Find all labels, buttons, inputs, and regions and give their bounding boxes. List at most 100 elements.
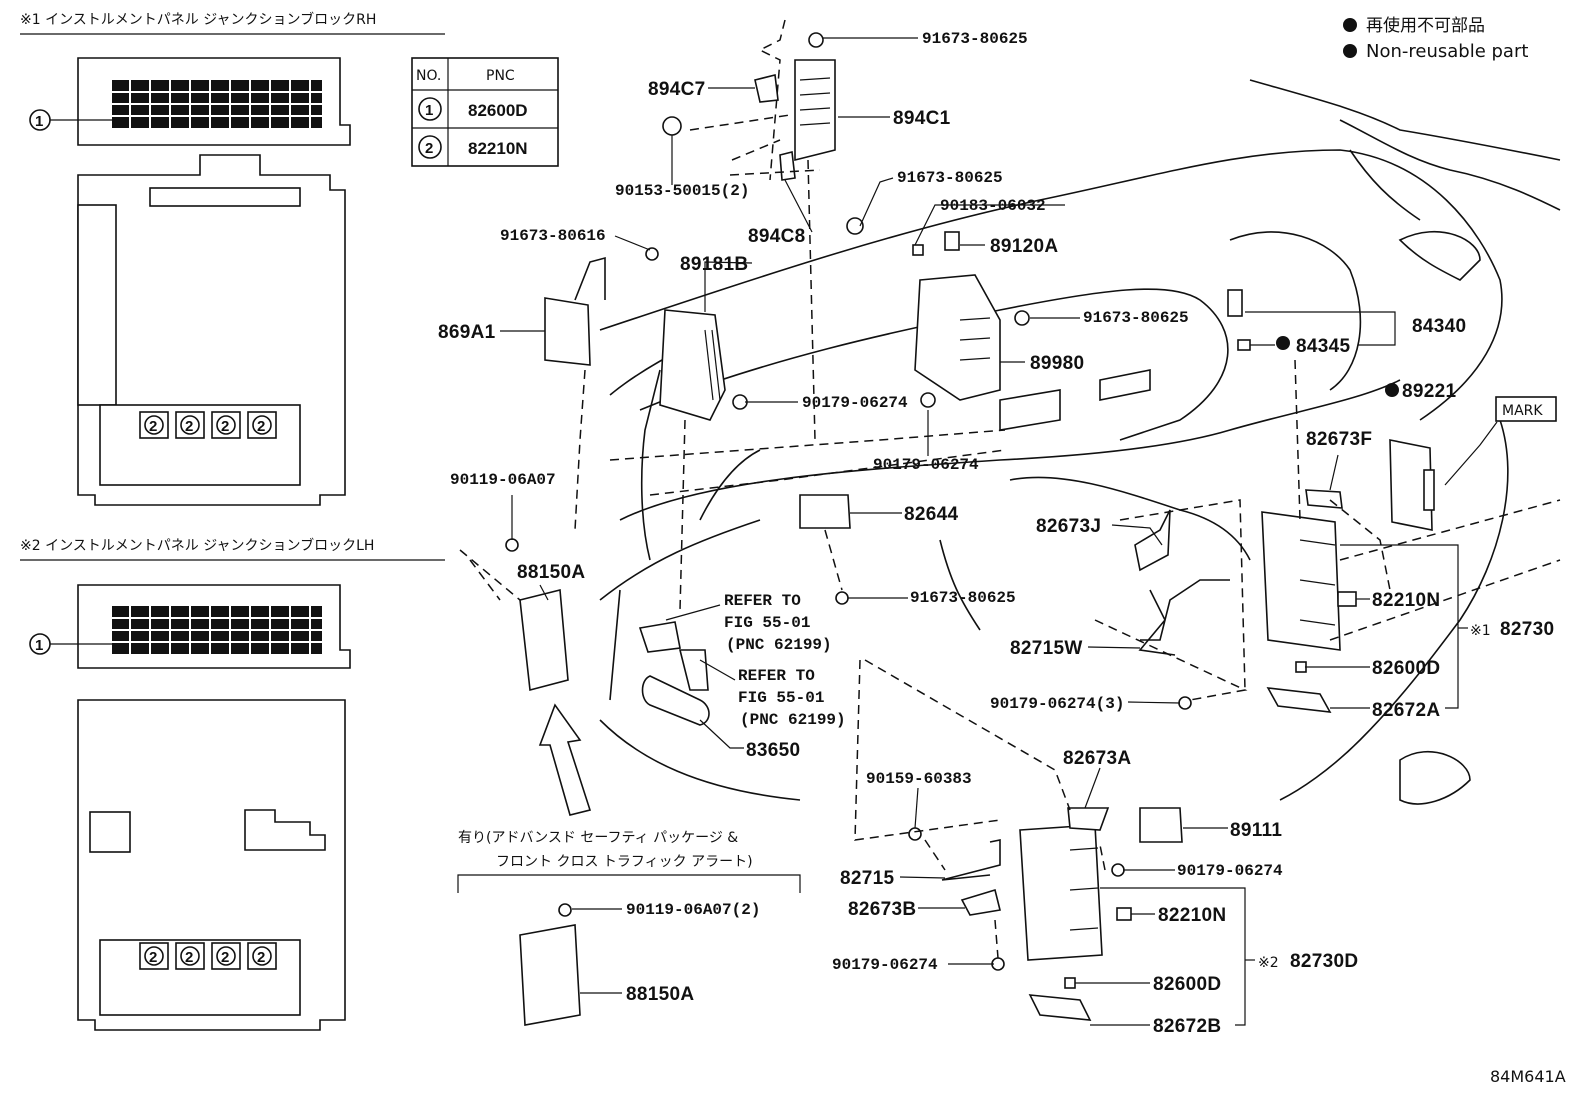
ecu-894C1-icon <box>794 59 836 162</box>
label-82210N-rh: 82210N <box>1372 590 1440 611</box>
label-91673-80625-d: 91673-80625 <box>910 589 1016 607</box>
label-refer2-b: FIG 55-01 <box>738 689 824 707</box>
part-83650-icon <box>641 675 710 726</box>
label-90179-06274-b: 90179-06274 <box>873 456 979 474</box>
svg-text:2: 2 <box>221 418 229 435</box>
bracket-82715-icon <box>941 839 1001 881</box>
label-82673B: 82673B <box>848 899 916 920</box>
label-90179-06274-c: 90179-06274 <box>1177 862 1283 880</box>
inset-lh: ※2 インストルメントパネル ジャンクションブロックLH 1 2 2 2 2 <box>20 537 445 1031</box>
pnc-table-row1-no: 1 <box>425 102 433 119</box>
inset-lh-connector-outline <box>77 584 351 669</box>
inset-lh-title: ※2 インストルメントパネル ジャンクションブロックLH <box>20 537 374 554</box>
label-82730D-prefix: ※2 <box>1258 955 1279 971</box>
label-90179-06274-3: 90179-06274(3) <box>990 695 1124 713</box>
label-90179-06274-d: 90179-06274 <box>832 956 938 974</box>
label-894C8: 894C8 <box>748 226 806 247</box>
label-82673A: 82673A <box>1063 748 1131 769</box>
junction-block-lh-icon <box>1019 824 1103 961</box>
label-83650: 83650 <box>746 740 800 761</box>
module-869A1-icon <box>544 297 591 366</box>
pnc-table-header-no: NO. <box>416 68 441 84</box>
svg-text:2: 2 <box>257 949 265 966</box>
inset-lh-marker-1-text: 1 <box>35 637 43 654</box>
label-82730-prefix: ※1 <box>1470 623 1491 639</box>
inset-rh-side-panel <box>77 204 117 406</box>
legend-en: Non-reusable part <box>1366 41 1528 62</box>
legend-bullet-en <box>1343 44 1357 58</box>
inset-rh-body-outline <box>77 154 346 506</box>
label-refer1-b: FIG 55-01 <box>724 614 810 632</box>
pnc-table-row1-pnc: 82600D <box>468 101 528 120</box>
svg-text:2: 2 <box>185 418 193 435</box>
label-90153-50015: 90153-50015(2) <box>615 182 749 200</box>
cover-82673A-icon <box>1067 807 1110 831</box>
label-84345: 84345 <box>1296 336 1350 357</box>
cover-82672A-icon <box>1266 687 1332 713</box>
label-refer1-c: (PNC 62199) <box>726 636 832 654</box>
label-894C7: 894C7 <box>648 79 706 100</box>
label-89221: 89221 <box>1402 381 1456 402</box>
bracket-82673J-icon <box>1134 509 1171 572</box>
leader-lines <box>457 37 1498 1026</box>
view-arrow-icon <box>538 703 592 816</box>
svg-text:2: 2 <box>149 949 157 966</box>
dashboard-outline <box>599 79 1561 805</box>
part-labels: 91673-80625 894C7 894C1 90153-50015(2) 8… <box>438 30 1566 1086</box>
label-refer1-a: REFER TO <box>724 592 801 610</box>
junction-block-rh-icon <box>1261 511 1341 651</box>
label-82600D-rh: 82600D <box>1372 658 1440 679</box>
label-82600D-lh: 82600D <box>1153 974 1221 995</box>
option-note-line1: 有り(アドバンスド セーフティ パッケージ & <box>458 830 738 846</box>
label-90183-06032: 90183-06032 <box>940 197 1046 215</box>
svg-text:2: 2 <box>221 949 229 966</box>
module-88150A-icon <box>519 588 569 692</box>
label-89980: 89980 <box>1030 353 1084 374</box>
inset-rh: ※1 インストルメントパネル ジャンクションブロックRH 1 2 2 2 2 <box>20 11 445 506</box>
bracket-82715W-icon <box>1138 579 1230 656</box>
label-84340: 84340 <box>1412 316 1466 337</box>
label-82644: 82644 <box>904 504 958 525</box>
pnc-table-row2-pnc: 82210N <box>468 139 528 158</box>
svg-text:2: 2 <box>185 949 193 966</box>
svg-text:2: 2 <box>149 418 157 435</box>
pnc-table: NO. PNC 1 82600D 2 82210N <box>411 57 559 167</box>
label-82715: 82715 <box>840 868 894 889</box>
inset-lh-latch <box>244 809 326 851</box>
label-82673J: 82673J <box>1036 516 1101 537</box>
label-refer2-a: REFER TO <box>738 667 815 685</box>
switch-84340-icon <box>1227 289 1243 317</box>
cover-82672B-icon <box>1028 994 1092 1021</box>
label-88150A-bottom: 88150A <box>626 984 694 1005</box>
label-82672B: 82672B <box>1153 1016 1221 1037</box>
ecu-89980-icon <box>914 274 1001 401</box>
inset-rh-title: ※1 インストルメントパネル ジャンクションブロックRH <box>20 11 376 28</box>
inset-lh-body-outline <box>77 699 346 1031</box>
module-88150A-bottom-icon <box>519 924 581 1026</box>
label-90119-06A07: 90119-06A07 <box>450 471 556 489</box>
sensor-89120A-icon <box>944 231 960 251</box>
label-82210N-lh: 82210N <box>1158 905 1226 926</box>
dashed-guides <box>459 19 1561 959</box>
bolt-icon <box>808 32 824 48</box>
label-91673-80625-top: 91673-80625 <box>922 30 1028 48</box>
mark-box <box>1495 396 1557 422</box>
label-894C1: 894C1 <box>893 108 951 129</box>
label-82672A: 82672A <box>1372 700 1440 721</box>
label-82715W: 82715W <box>1010 638 1083 659</box>
label-89111: 89111 <box>1230 820 1282 841</box>
label-89181B: 89181B <box>680 254 748 275</box>
label-90159-60383: 90159-60383 <box>866 770 972 788</box>
bracket-894C7-icon <box>754 74 779 103</box>
svg-text:2: 2 <box>257 418 265 435</box>
reference-code: 84M641A <box>1490 1067 1566 1086</box>
inset-rh-label-slot <box>149 187 301 207</box>
label-91673-80625-b: 91673-80625 <box>897 169 1003 187</box>
legend-bullet-jp <box>1343 18 1357 32</box>
label-refer2-c: (PNC 62199) <box>740 711 846 729</box>
inset-rh-connector-outline <box>77 57 351 146</box>
label-82673F: 82673F <box>1306 429 1372 450</box>
label-88150A-top: 88150A <box>517 562 585 583</box>
